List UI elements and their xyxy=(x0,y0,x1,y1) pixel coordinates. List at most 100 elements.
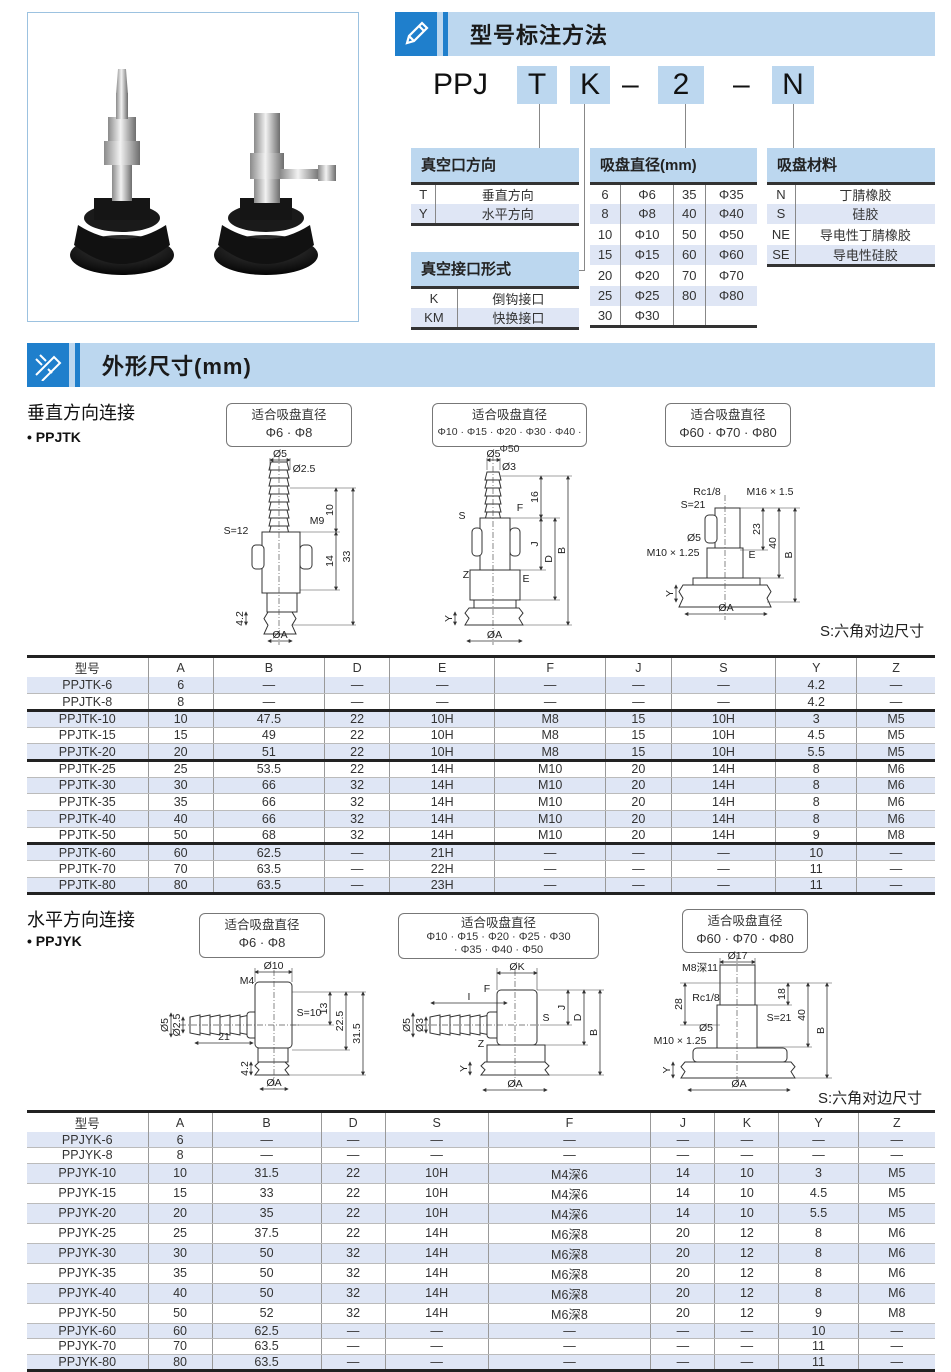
caption-title: 适合吸盘直径 xyxy=(707,914,783,928)
table-cell: Φ70 xyxy=(718,267,744,283)
table-cell: 70 xyxy=(147,860,214,878)
table-cell: 10 xyxy=(147,1163,213,1184)
dimension-label: M10 × 1.25 xyxy=(647,547,700,559)
table-cell: PPJYK-30 xyxy=(27,1243,148,1264)
dimension-label: Rc1/8 xyxy=(693,486,721,498)
table-cell: 49 xyxy=(212,727,325,745)
table-cell: 47.5 xyxy=(212,710,325,728)
table-cell: — xyxy=(670,877,776,896)
column-header: J xyxy=(605,655,672,677)
dimension-label: B xyxy=(556,547,568,554)
table-cell: 20 xyxy=(147,743,214,762)
table-cell: 60 xyxy=(147,1323,213,1339)
table-cell: M8 xyxy=(857,1303,935,1324)
table-cell: 31.5 xyxy=(211,1163,322,1184)
table-cell: 66 xyxy=(212,777,325,795)
hex-nut xyxy=(246,1011,260,1039)
dimension-label: B xyxy=(588,1029,600,1036)
hex-nut xyxy=(471,527,483,557)
table-cell: M6 xyxy=(857,1263,935,1284)
barb-fitting xyxy=(268,517,290,527)
table-cell: M8 xyxy=(494,710,606,728)
table-cell: — xyxy=(650,1338,715,1355)
column-header: Z xyxy=(856,655,935,677)
dimension-label: Ø10 xyxy=(264,960,284,972)
vertical-fitting-cup xyxy=(70,69,174,275)
table-cell: 6 xyxy=(147,677,214,695)
table-cell: M6 xyxy=(857,1283,935,1304)
table-cell: 丁腈橡胶 xyxy=(839,187,892,203)
table-cell: 14 xyxy=(650,1163,715,1184)
table-cell: 导电性硅胶 xyxy=(795,244,935,267)
table-cell: 35 xyxy=(673,183,706,204)
dimension-label: 4.2 xyxy=(234,611,246,626)
table-cell: — xyxy=(211,1132,322,1148)
table-cell: 50 xyxy=(211,1243,322,1264)
column-header: S xyxy=(670,655,776,677)
table-cell: PPJTK-70 xyxy=(27,860,148,878)
table-cell: 14H xyxy=(389,793,495,811)
table-cell: 15 xyxy=(605,710,672,728)
table-cell: 8 xyxy=(775,793,857,811)
horizontal-fitting-cup xyxy=(214,113,336,275)
barb-fitting xyxy=(268,485,290,495)
table-cell: Φ8 xyxy=(620,203,674,224)
dimension-label: ØA xyxy=(487,629,502,641)
table-cell: 14H xyxy=(389,827,495,846)
table-cell: M8 xyxy=(494,727,606,745)
table-cell: M5 xyxy=(857,1163,935,1184)
table-cell: 11 xyxy=(778,1354,859,1372)
table-cell: M10 xyxy=(494,777,606,795)
table-cell: — xyxy=(487,1132,651,1148)
table-cell: Φ20 xyxy=(620,265,674,286)
table-cell: 32 xyxy=(320,1263,386,1284)
barb-fitting xyxy=(268,469,290,479)
barb-fitting xyxy=(484,487,502,497)
table-cell: 22 xyxy=(320,1183,386,1204)
dimension-label: 16 xyxy=(529,491,541,503)
barb-fitting xyxy=(229,1014,241,1036)
table-cell: 10H xyxy=(670,743,776,762)
barb-fitting xyxy=(484,503,502,513)
table-cell: 22 xyxy=(323,710,390,728)
table-cell: — xyxy=(320,1132,386,1148)
table-cell: 20 xyxy=(590,265,622,286)
code-port-type: K xyxy=(570,66,610,104)
table-cell: M5 xyxy=(857,1183,935,1204)
table-cell: PPJTK-8 xyxy=(27,693,148,712)
table-cell: 32 xyxy=(320,1303,386,1324)
horizontal-connection-title: 水平方向连接 xyxy=(27,910,135,930)
table-cell: — xyxy=(384,1323,489,1339)
table-cell: 10 xyxy=(590,224,622,245)
caption-sizes: Φ60 · Φ70 · Φ80 xyxy=(696,931,794,946)
table-cell: 50 xyxy=(211,1283,322,1304)
caption-box: 适合吸盘直径 Φ60 · Φ70 · Φ80 xyxy=(682,909,808,953)
table-cell: 10H xyxy=(389,743,495,762)
table-cell: 20 xyxy=(650,1223,715,1244)
dimension-label: F xyxy=(484,983,490,995)
connector-line xyxy=(584,104,585,271)
table-cell: 水平方向 xyxy=(435,203,579,226)
table-cell: SE xyxy=(767,244,796,267)
dimension-label: 22.5 xyxy=(334,1011,346,1032)
table-cell: 3 xyxy=(775,710,857,728)
table-cell: 20 xyxy=(605,810,672,828)
table-cell: PPJTK-35 xyxy=(27,793,148,811)
hex-nut xyxy=(299,544,313,570)
table-cell: PPJYK-35 xyxy=(27,1263,148,1284)
dimension-label: S=21 xyxy=(681,499,706,511)
dimension-label: ØA xyxy=(718,602,733,614)
suction-cup xyxy=(678,584,772,608)
